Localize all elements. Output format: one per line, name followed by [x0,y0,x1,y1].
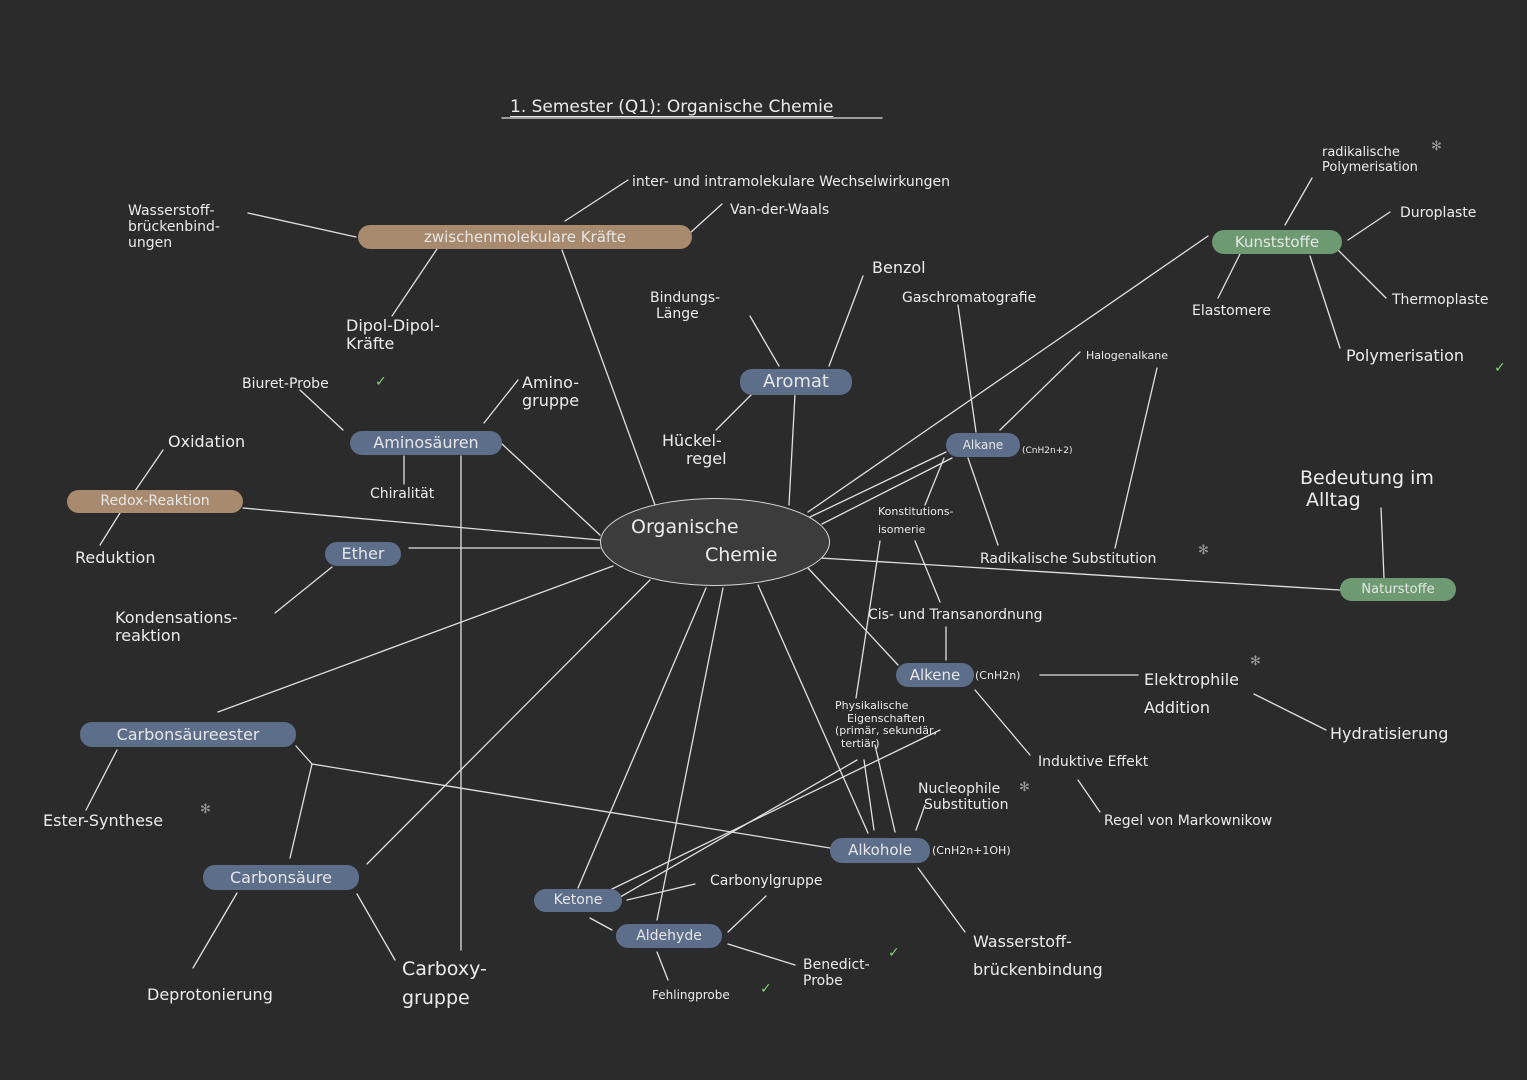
check-icon: ✓ [888,945,900,961]
gear-icon: ✻ [1431,139,1442,154]
node-konstitutionsisomerie: Konstitutions- isomerie [878,505,954,536]
node-aminogruppe: Amino- gruppe [522,373,580,411]
node-inter-intramolekulare: inter- und intramolekulare Wechselwirkun… [632,174,951,190]
node-ester-synthese: Ester-Synthese [43,811,164,830]
node-carbonylgruppe: Carbonylgruppe [710,873,823,889]
node-induktive-effekt: Induktive Effekt [1038,754,1149,770]
center-label-line1: Organische [631,516,739,538]
node-kunststoffe: Kunststoffe [1212,230,1342,254]
page-title: 1. Semester (Q1): Organische Chemie [510,97,834,117]
node-alkene: Alkene [896,663,974,687]
node-redox-reaktion: Redox-Reaktion [67,490,243,513]
node-aldehyde: Aldehyde [616,924,722,948]
node-bindungslaenge: Bindungs- Länge [650,290,721,323]
node-cis-trans: Cis- und Transanordnung [868,607,1043,623]
node-hueckel-regel: Hückel- regel [662,431,727,469]
node-alkane: Alkane [946,433,1020,457]
center-node-organische-chemie: Organische Chemie [600,498,830,586]
gear-icon: ✻ [1250,654,1261,669]
node-duroplaste: Duroplaste [1400,205,1477,221]
gear-icon: ✻ [1019,780,1030,795]
node-carbonsaeureester: Carbonsäureester [80,722,296,747]
node-biuret-probe: Biuret-Probe [242,376,329,392]
gear-icon: ✻ [200,802,211,817]
node-elektrophile-addition: Elektrophile Addition [1144,670,1239,717]
node-zwischenmolekulare-kraefte: zwischenmolekulare Kräfte [358,225,692,249]
node-gaschromatografie: Gaschromatografie [902,290,1037,306]
node-radikalische-polymerisation: radikalische Polymerisation [1322,145,1418,175]
node-chiralitaet: Chiralität [370,486,435,502]
node-naturstoffe: Naturstoffe [1340,578,1456,601]
node-carboxygruppe: Carboxy- gruppe [402,958,487,1009]
node-benedict-probe: Benedict- Probe [803,957,870,990]
node-ketone: Ketone [534,889,622,912]
node-nucleophile-substitution: Nucleophile Substitution [918,781,1009,814]
node-hydratisierung: Hydratisierung [1330,724,1449,743]
node-deprotonierung: Deprotonierung [147,985,273,1004]
gear-icon: ✻ [1198,543,1209,558]
alkene-formula: (CnH2n) [975,669,1021,682]
node-fehlingprobe: Fehlingprobe [652,988,730,1002]
node-polymerisation: Polymerisation [1346,346,1465,365]
node-ether: Ether [325,542,401,566]
node-carbonsaeure: Carbonsäure [203,865,359,890]
node-van-der-waals: Van-der-Waals [730,202,830,218]
node-aminosaeuren: Aminosäuren [350,431,502,455]
node-thermoplaste: Thermoplaste [1392,292,1489,308]
node-oxidation: Oxidation [168,432,246,451]
alkane-formula: (CnH2n+2) [1022,446,1073,456]
node-benzol: Benzol [872,258,926,277]
check-icon: ✓ [375,374,387,390]
node-kondensationsreaktion: Kondensations- reaktion [115,608,238,646]
node-reduktion: Reduktion [75,548,156,567]
node-alkohole: Alkohole [830,838,930,863]
node-bedeutung-im-alltag: Bedeutung im Alltag [1300,467,1434,511]
center-label-line2: Chemie [705,544,778,566]
node-dipol-dipol-kraefte: Dipol-Dipol- Kräfte [346,316,440,354]
check-icon: ✓ [1494,360,1506,376]
node-elastomere: Elastomere [1192,303,1271,319]
node-halogenalkane: Halogenalkane [1086,349,1168,362]
node-wasserstoffbrueckenbindung: Wasserstoff- brückenbindung [973,932,1103,979]
node-radikalische-substitution: Radikalische Substitution [980,551,1157,567]
node-physikalische-eigenschaften: Physikalische Eigenschaften (primär, sek… [835,699,938,750]
node-aromat: Aromat [740,369,852,395]
check-icon: ✓ [760,981,772,997]
node-wasserstoffbrueckenbindungen: Wasserstoff- brückenbind- ungen [128,203,220,252]
node-regel-markownikow: Regel von Markownikow [1104,813,1273,829]
alkohole-formula: (CnH2n+1OH) [932,844,1011,857]
